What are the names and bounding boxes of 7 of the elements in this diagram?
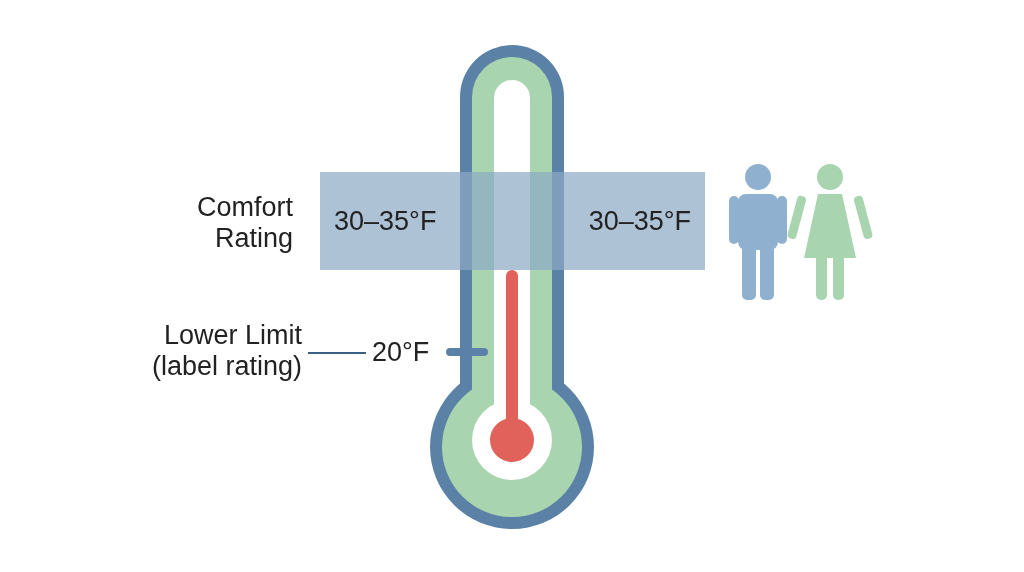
- rating-label: Comfort Rating: [195, 192, 293, 254]
- leader-line: [307, 352, 367, 354]
- comfort-band: [320, 172, 705, 270]
- limit-label: Lower Limit (label rating): [150, 320, 302, 382]
- temperature-range: 30–35°F: [334, 206, 437, 237]
- temperature-label: 20°F: [372, 337, 431, 368]
- temperature-range: 30–35°F: [588, 206, 691, 237]
